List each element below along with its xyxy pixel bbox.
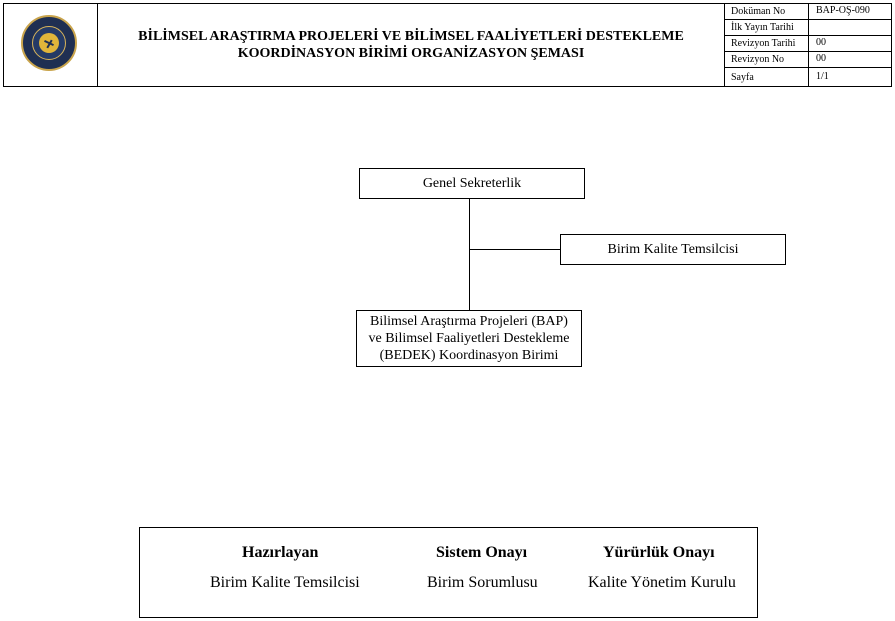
meta-value: [808, 20, 892, 36]
meta-label: Sayfa: [731, 72, 754, 83]
meta-label: Revizyon No: [731, 54, 785, 65]
org-box-bap-bedek-unit: Bilimsel Araştırma Projeleri (BAP) ve Bi…: [356, 310, 582, 367]
meta-row-revision-no: Revizyon No 00: [725, 52, 892, 68]
org-box-label-line2: ve Bilimsel Faaliyetleri Destekleme: [368, 331, 570, 346]
prepared-by-label: Hazırlayan: [242, 544, 319, 561]
meta-value: 00: [808, 52, 892, 68]
effective-approval-label: Yürürlük Onayı: [603, 544, 715, 561]
org-box-label: Birim Kalite Temsilcisi: [607, 242, 739, 257]
meta-row-revision-date: Revizyon Tarihi 00: [725, 36, 892, 52]
meta-label: İlk Yayın Tarihi: [731, 22, 794, 33]
meta-row-first-publish-date: İlk Yayın Tarihi: [725, 20, 892, 36]
document-title-line1: BİLİMSEL ARAŞTIRMA PROJELERİ VE BİLİMSEL…: [138, 29, 684, 44]
system-approval-label: Sistem Onayı: [436, 544, 528, 561]
meta-value: 00: [808, 36, 892, 52]
document-header: BİLİMSEL ARAŞTIRMA PROJELERİ VE BİLİMSEL…: [3, 3, 892, 87]
org-box-general-secretariat: Genel Sekreterlik: [359, 168, 585, 199]
document-title-line2: KOORDİNASYON BİRİMİ ORGANİZASYON ŞEMASI: [237, 46, 585, 61]
logo-cell: [4, 4, 98, 86]
document-meta-table: Doküman No BAP-OŞ-090 İlk Yayın Tarihi R…: [725, 4, 892, 86]
org-box-label-line1: Bilimsel Araştırma Projeleri (BAP): [370, 314, 568, 329]
system-approval-value: Birim Sorumlusu: [427, 574, 538, 591]
connector-horizontal: [469, 249, 561, 250]
org-box-label: Genel Sekreterlik: [422, 176, 522, 191]
meta-label: Doküman No: [731, 6, 786, 17]
meta-value: BAP-OŞ-090: [808, 4, 892, 20]
connector-vertical: [469, 199, 470, 310]
prepared-by-value: Birim Kalite Temsilcisi: [210, 574, 360, 591]
meta-label: Revizyon Tarihi: [731, 38, 796, 49]
effective-approval-value: Kalite Yönetim Kurulu: [588, 574, 736, 591]
logo-inner-ring: [32, 26, 66, 60]
title-cell: BİLİMSEL ARAŞTIRMA PROJELERİ VE BİLİMSEL…: [98, 4, 725, 86]
org-box-label-line3: (BEDEK) Koordinasyon Birimi: [379, 348, 559, 363]
university-logo: [21, 15, 77, 71]
meta-value: 1/1: [808, 68, 892, 86]
logo-core-icon: [39, 33, 59, 53]
meta-row-page: Sayfa 1/1: [725, 68, 892, 86]
org-box-quality-representative: Birim Kalite Temsilcisi: [560, 234, 786, 265]
meta-row-document-no: Doküman No BAP-OŞ-090: [725, 4, 892, 20]
approval-footer: Hazırlayan Birim Kalite Temsilcisi Siste…: [139, 527, 758, 618]
